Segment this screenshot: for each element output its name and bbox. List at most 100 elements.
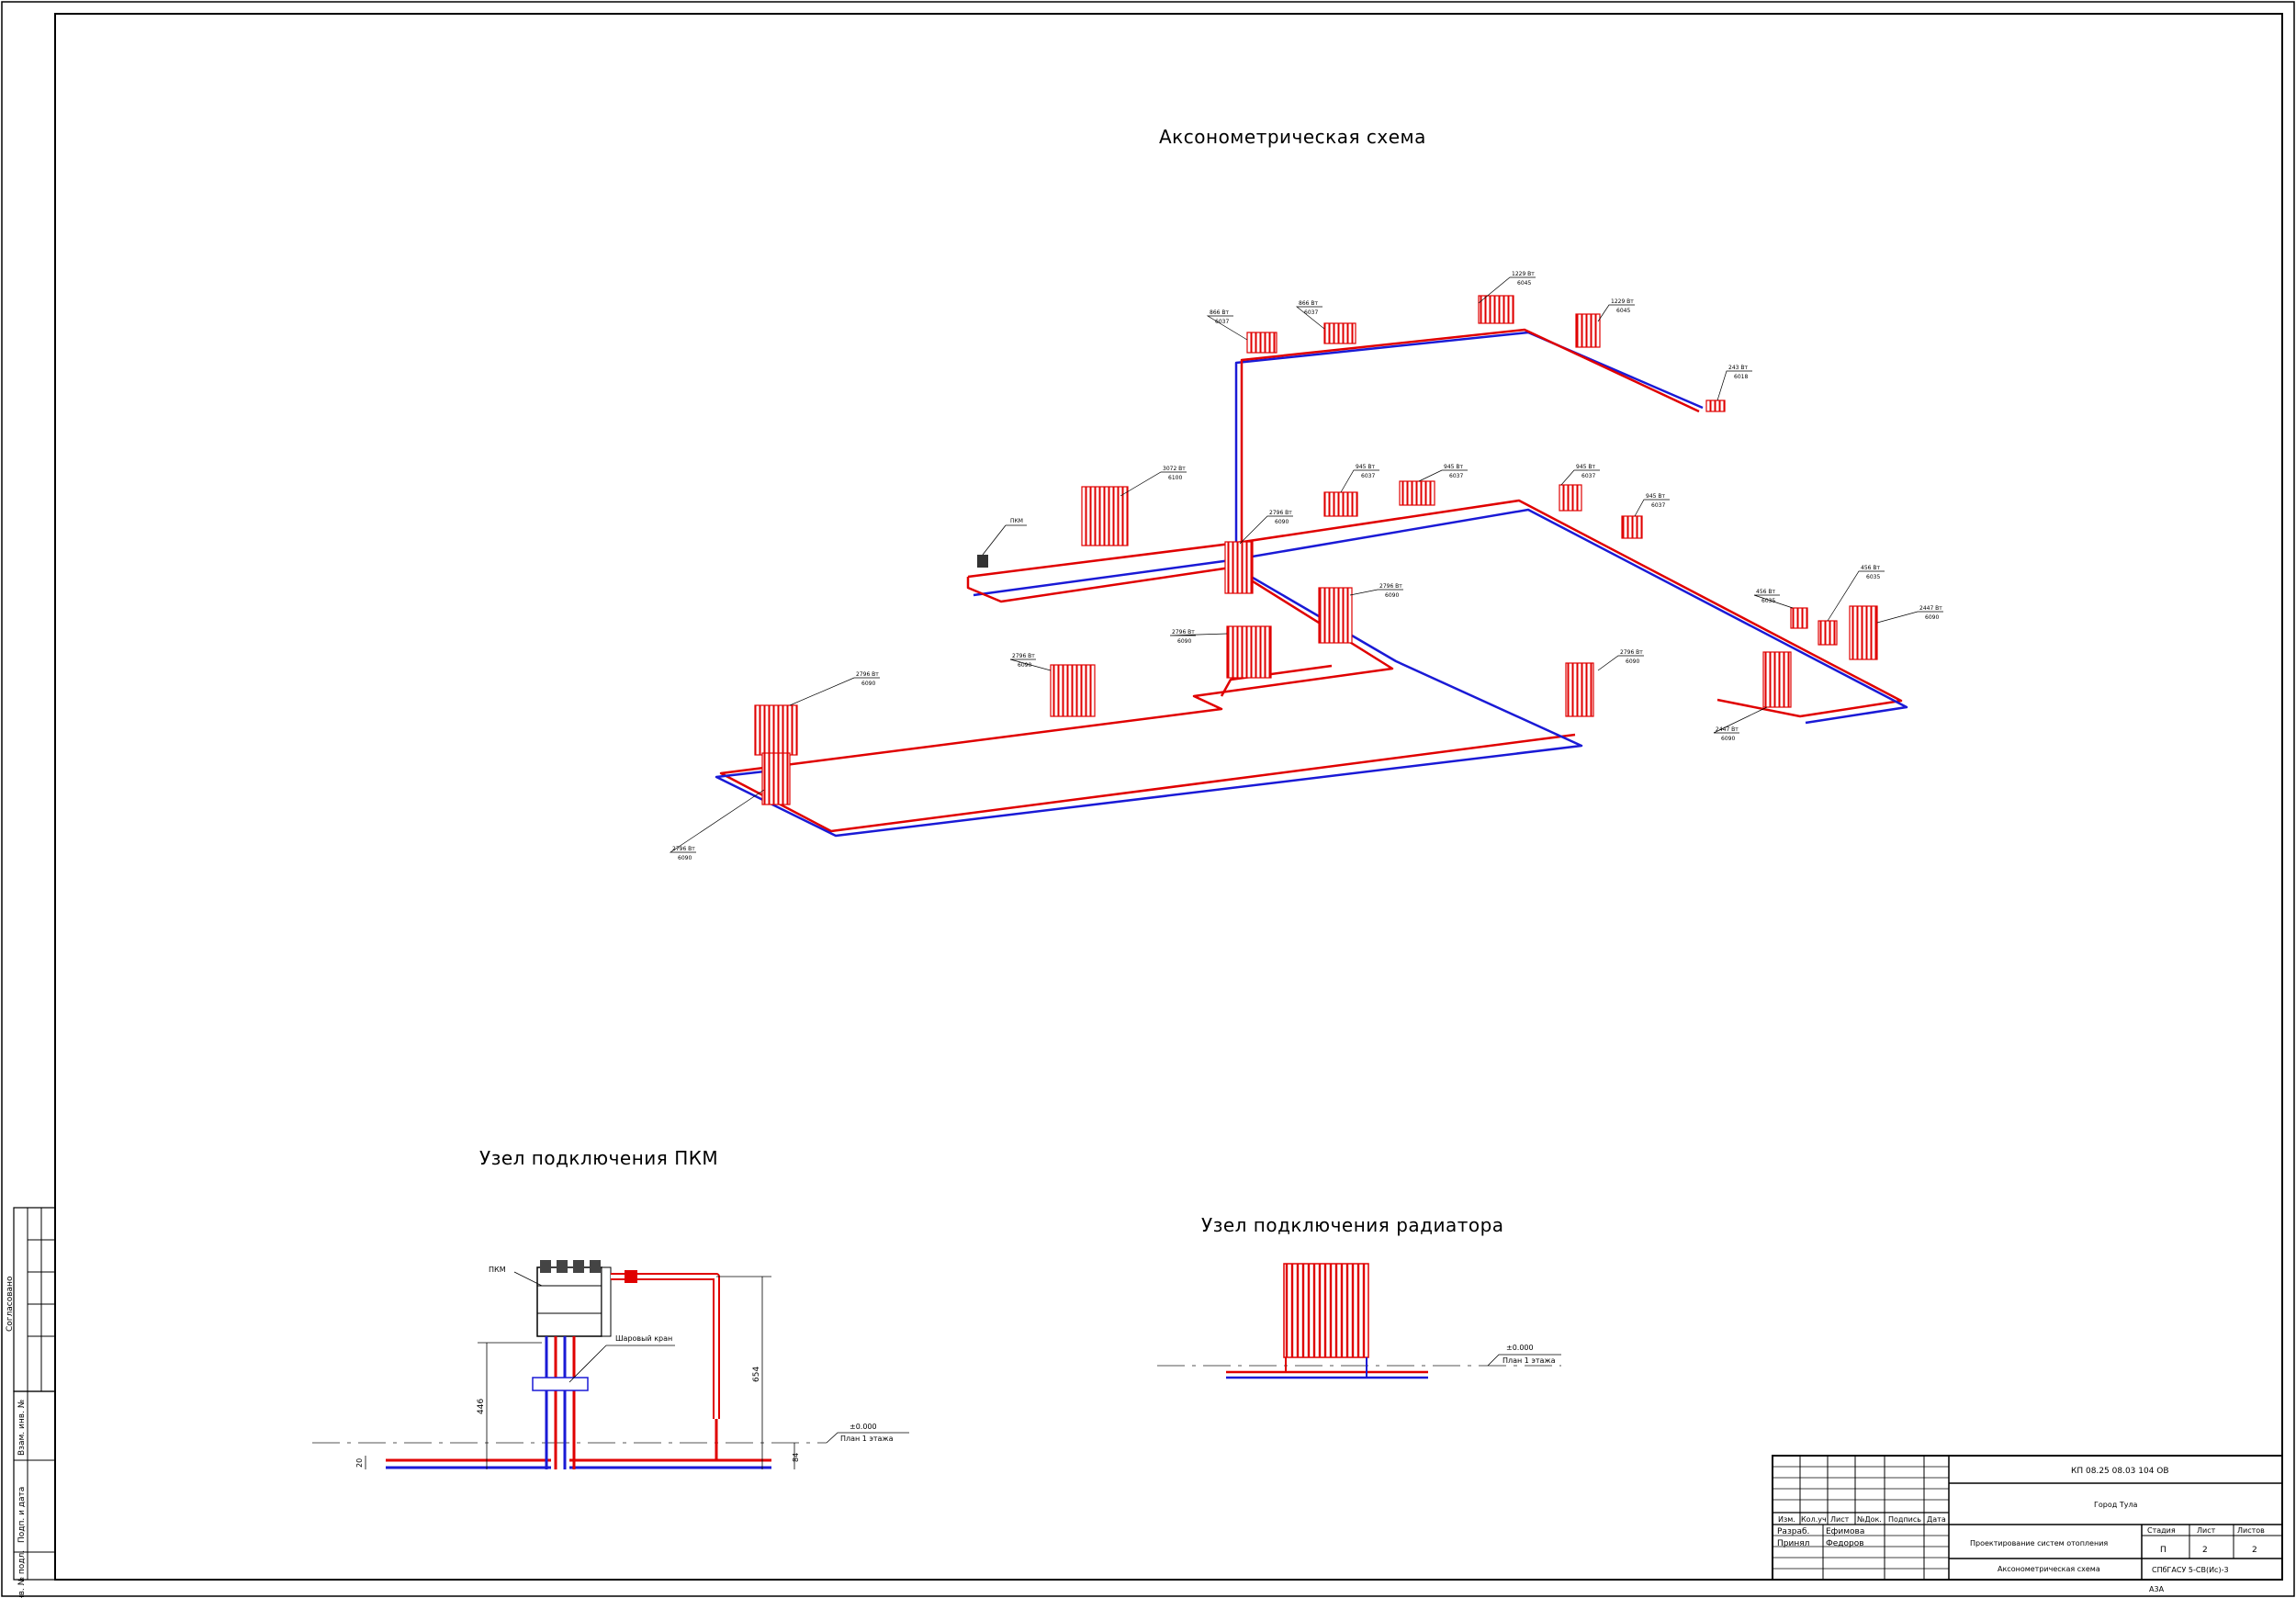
radiator-body [1478,295,1514,324]
radiator-model-label: 6090 [1275,519,1289,525]
radiator-leader [1876,611,1943,624]
title-block [1772,1455,2283,1581]
radiator-body [1226,625,1272,679]
radiator-r14: 2796 Вт 6090 [1009,653,1096,717]
org: СПбГАСУ 5-СВ(Ис)-3 [2152,1566,2229,1574]
developed-label: Разраб. [1777,1527,1809,1536]
developed-name: Ефимова [1826,1527,1864,1536]
middle-return-pipe [973,508,1908,725]
radiator-model-label: 6090 [861,681,875,687]
radiator-power-label: 2796 Вт [1269,510,1292,516]
radiator-power-label: 2447 Вт [1919,605,1942,612]
side-sign-date: Подп. и дата [17,1487,27,1543]
radiator-body [1224,541,1254,594]
radiator-node-title: Узел подключения радиатора [1201,1214,1504,1236]
hdr-date: Дата [1927,1515,1946,1524]
format: А3А [2149,1585,2165,1593]
radiator-leader [1418,469,1468,482]
radiator-leader [1169,633,1228,636]
hdr-izm: Изм. [1778,1515,1795,1524]
dim-20: 20 [355,1458,364,1468]
checked-name: Федоров [1826,1539,1864,1548]
radiator-model-label: 6035 [1866,574,1880,580]
radiator-leader [1349,589,1403,596]
axonometric-piping [715,328,1908,838]
hdr-list: Лист [1830,1515,1850,1524]
radiator-body [1565,662,1594,717]
axonometric-title: Аксонометрическая схема [1159,126,1426,148]
radiator-power-label: 945 Вт [1444,464,1463,470]
sheets-label: Листов [2237,1526,2265,1535]
radiator-model-label: 6100 [1168,475,1182,481]
radiator-body [1050,664,1096,717]
city: Город Тула [2094,1501,2138,1509]
radiator-r11: 2796 Вт 6090 [1224,510,1293,594]
radiator-model-label: 6090 [1925,614,1939,621]
stage-value: П [2160,1546,2167,1555]
pkm-node-detail [312,1260,909,1469]
radiator-leader [1713,706,1768,734]
dim-654: 654 [752,1367,761,1382]
dim-446: 446 [477,1399,486,1414]
pkm-detail-label: ПКМ [489,1266,506,1274]
radiator-power-label: 945 Вт [1646,493,1665,500]
radiator-leader [1239,515,1293,545]
radiator-power-label: 945 Вт [1576,464,1595,470]
radiator-power-label: 243 Вт [1728,365,1748,371]
checked-label: Принял [1777,1539,1809,1548]
radiator-body [1818,620,1838,646]
radiator-model-label: 6035 [1761,598,1775,604]
lower-supply-pipe-2 [1220,664,1333,697]
radiator-leader [1296,306,1325,330]
radiator-power-label: 2796 Вт [856,671,879,678]
radiator-leader [669,789,765,853]
radiator-model-label: 6045 [1517,280,1531,287]
radiator-model-label: 6090 [1018,662,1031,669]
radiator-body [1705,400,1726,412]
radiator-power-label: 2447 Вт [1716,726,1739,733]
radiator-power-label: 2796 Вт [1379,583,1402,590]
radiator-model-label: 6037 [1651,502,1665,509]
radiator-body [1849,605,1878,660]
radiator-power-label: 456 Вт [1756,589,1775,595]
radiator-model-label: 6090 [678,855,692,861]
doc-code: КП 08.25 08.03 104 ОВ [2071,1467,2169,1476]
radiator-model-label: 6037 [1304,309,1318,316]
radiator-body [1762,651,1792,708]
upper-supply-pipe [1240,328,1700,571]
radiator-power-label: 2796 Вт [1012,653,1035,659]
radiator-node-detail [1157,1263,1561,1379]
pkm-label: ПКМ [1010,518,1023,524]
radiator-power-label: 1229 Вт [1512,271,1535,277]
radiator-power-label: 866 Вт [1299,300,1318,307]
radiator-model-label: 6037 [1361,473,1375,479]
radiator-leader [1206,315,1248,341]
pkm-manifold-icon: ПКМ [977,518,1027,568]
radiator-r16: 2796 Вт 6090 [754,671,880,756]
radiator-leader [1753,594,1794,609]
radiator-body [1559,484,1582,512]
radiator-model-label: 6037 [1215,319,1229,325]
sheet-value: 2 [2202,1546,2208,1555]
radiator-leader [1597,304,1635,322]
radiator-r1: 866 Вт 6037 [1206,309,1277,354]
radiator-r8: 945 Вт 6037 [1399,464,1468,506]
radiator-r10: 945 Вт 6037 [1621,493,1670,539]
radiator-model-label: 6037 [1449,473,1463,479]
radiator-body [1399,480,1435,506]
lower-return-pipe [715,569,1583,838]
radiator-leader [1634,499,1670,517]
radiator-power-label: 866 Вт [1210,309,1229,316]
side-stamp: Согласовано Взам. инв. № Подп. и дата Ин… [6,1207,56,1598]
radiator-body [1246,332,1277,354]
radiator-body [1323,491,1358,517]
stage-label: Стадия [2147,1526,2176,1535]
